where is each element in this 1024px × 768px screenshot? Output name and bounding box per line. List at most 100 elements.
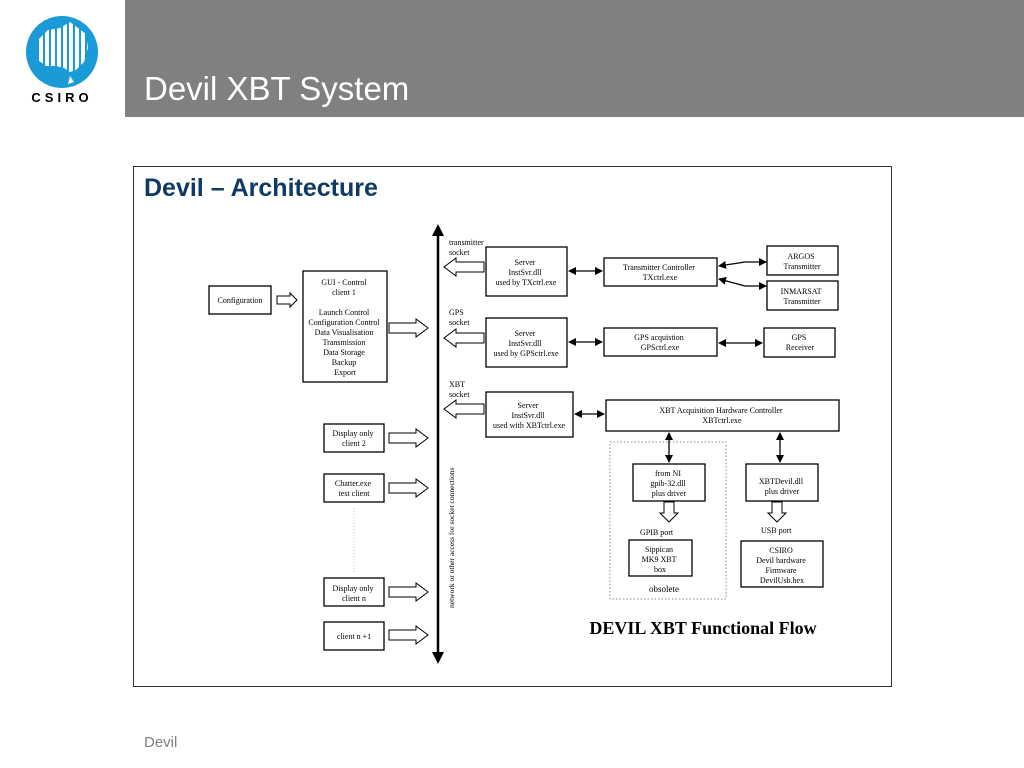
- server-xbt-line: used with XBTctrl.exe: [493, 421, 566, 430]
- gps-acquisition-line: GPSctrl.exe: [641, 343, 680, 352]
- client-n-plus-1-label: client n +1: [337, 632, 371, 641]
- network-bus: [432, 224, 444, 664]
- display-client-2-line: Display only: [332, 429, 373, 438]
- socket-label-transmitter: transmitter: [449, 238, 484, 247]
- slide-title: Devil XBT System: [144, 70, 410, 107]
- gps-socket-arrow-icon: [443, 328, 485, 348]
- svg-text:GPS acquistion GPSctrl.e: GPS acquistion GPSctrl.exe: [634, 333, 686, 352]
- svg-text:CSIRO Devil hardware: CSIRO Devil hardware Firmware DevilUsb.h…: [756, 546, 808, 585]
- ni-driver-box: from NI gpib-32.dll plus driver: [632, 463, 706, 502]
- svg-text:Server InstSvr.dll: Server InstSvr.dll used by GPSctrl.exe: [493, 329, 559, 358]
- chatter-client-line: Chatter.exe: [335, 479, 372, 488]
- gui-control-line: Data Storage: [323, 348, 365, 357]
- client-n-arrow-icon: [388, 582, 429, 602]
- server-tx-box: Server InstSvr.dll used by TXctrl.exe: [485, 246, 568, 297]
- csiro-hardware-box: CSIRO Devil hardware Firmware DevilUsb.h…: [740, 540, 824, 588]
- csiro-logo-icon: [26, 16, 98, 88]
- sippican-line: box: [654, 565, 666, 574]
- flow-title: DEVIL XBT Functional Flow: [589, 618, 816, 638]
- argos-box: ARGOS Transmitter: [766, 245, 839, 276]
- tx-socket-arrow-icon: [443, 257, 485, 277]
- display-client-n-line: client n: [342, 594, 366, 603]
- transmitter-controller-line: TXctrl.exe: [643, 273, 678, 282]
- csiro-hardware-line: CSIRO: [769, 546, 793, 555]
- gps-receiver-box: GPS Receiver: [763, 327, 836, 358]
- logo-wordmark: CSIRO: [31, 90, 93, 105]
- xbt-controller-line: XBT Acquisition Hardware Controller: [659, 406, 783, 415]
- display-client-2-line: client 2: [342, 439, 366, 448]
- sippican-box: Sippican MK9 XBT box: [628, 539, 693, 577]
- socket-label-gps: socket: [449, 318, 470, 327]
- chatter-client-box: Chatter.exe test client: [323, 473, 385, 503]
- gpib-port-label: GPIB port: [640, 528, 674, 537]
- socket-label-xbt: XBT: [449, 380, 465, 389]
- ni-driver-line: from NI: [655, 469, 681, 478]
- gps-receiver-line: Receiver: [786, 343, 815, 352]
- inmarsat-line: Transmitter: [783, 297, 820, 306]
- svg-text:ARGOS Transmitter: ARGOS Transmitter: [783, 252, 820, 271]
- svg-text:GPS Receiver: GPS Receiver: [786, 333, 815, 352]
- server-xbt-line: Server: [518, 401, 539, 410]
- sippican-line: MK9 XBT: [642, 555, 677, 564]
- server-xbt-line: InstSvr.dll: [511, 411, 545, 420]
- server-gps-line: Server: [515, 329, 536, 338]
- csiro-hardware-line: Devil hardware: [756, 556, 806, 565]
- gui-control-box: GUI - Control client 1 Launch Control Co…: [302, 270, 388, 383]
- svg-text:from NI gpib-32.dll: from NI gpib-32.dll plus driver: [650, 469, 687, 498]
- socket-label-xbt: socket: [449, 390, 470, 399]
- xbt-controller-line: XBTctrl.exe: [702, 416, 742, 425]
- socket-label-transmitter: socket: [449, 248, 470, 257]
- gui-control-line: client 1: [332, 288, 356, 297]
- server-tx-line: InstSvr.dll: [508, 268, 542, 277]
- header-bar: [125, 0, 1024, 117]
- argos-line: ARGOS: [787, 252, 814, 261]
- gui-control-line: Configuration Control: [308, 318, 380, 327]
- svg-text:Sippican MK9 XBT b: Sippican MK9 XBT box: [642, 545, 679, 574]
- display-client-n-line: Display only: [332, 584, 373, 593]
- footer-label: Devil: [144, 734, 178, 751]
- gui-arrow-icon: [388, 318, 429, 338]
- transmitter-controller-line: Transmitter Controller: [623, 263, 695, 272]
- server-gps-box: Server InstSvr.dll used by GPSctrl.exe: [485, 317, 568, 368]
- server-gps-line: used by GPSctrl.exe: [493, 349, 559, 358]
- xbt-controller-box: XBT Acquisition Hardware Controller XBTc…: [605, 399, 840, 432]
- svg-text:transmitter socket GPS: transmitter socket GPS socket XBT socket: [449, 238, 486, 399]
- chatter-arrow-icon: [388, 478, 429, 498]
- client-n-plus-1-arrow-icon: [388, 625, 429, 645]
- server-gps-line: InstSvr.dll: [508, 339, 542, 348]
- usb-down-arrow-icon: [766, 501, 788, 523]
- inmarsat-box: INMARSAT Transmitter: [766, 280, 839, 311]
- csiro-hardware-line: DevilUsb.hex: [760, 576, 804, 585]
- server-tx-line: Server: [515, 258, 536, 267]
- gui-control-line: Data Visualisation: [315, 328, 374, 337]
- svg-text:XBT Acquisition Hardware Contr: XBT Acquisition Hardware Controller XBTc…: [659, 406, 784, 425]
- svg-text:Chatter.exe test client: Chatter.exe test client: [335, 479, 373, 498]
- architecture-title: Devil – Architecture: [144, 174, 378, 202]
- gui-control-line: Transmission: [323, 338, 366, 347]
- configuration-label: Configuration: [218, 296, 263, 305]
- obsolete-label: obsolete: [649, 584, 679, 594]
- client-n-plus-1-box: client n +1: [323, 621, 385, 651]
- gps-acquisition-line: GPS acquistion: [634, 333, 684, 342]
- configuration-arrow-icon: [276, 291, 298, 309]
- argos-line: Transmitter: [783, 262, 820, 271]
- client-2-arrow-icon: [388, 428, 429, 448]
- xbtdevil-driver-box: XBTDevil.dll plus driver: [745, 463, 819, 502]
- usb-port-label: USB port: [761, 526, 792, 535]
- svg-text:Display only client n: Display only client n: [332, 584, 375, 603]
- ni-driver-line: plus driver: [652, 489, 687, 498]
- logo-area: CSIRO: [0, 0, 125, 117]
- svg-text:Server InstSvr.dll: Server InstSvr.dll used by TXctrl.exe: [496, 258, 557, 287]
- svg-text:INMARSAT Transmitter: INMARSAT Transmitter: [781, 287, 824, 306]
- gui-control-line: Launch Control: [319, 308, 370, 317]
- svg-text:Transmitter Controller T: Transmitter Controller TXctrl.exe: [623, 263, 697, 282]
- gps-acquisition-box: GPS acquistion GPSctrl.exe: [603, 327, 718, 357]
- xbt-socket-arrow-icon: [443, 399, 485, 419]
- server-tx-line: used by TXctrl.exe: [496, 278, 557, 287]
- svg-text:GUI - Control client 1: GUI - Control client 1 Launch Control Co…: [308, 278, 381, 377]
- svg-text:Display only client 2: Display only client 2: [332, 429, 375, 448]
- ni-driver-line: gpib-32.dll: [650, 479, 686, 488]
- gui-control-line: Backup: [332, 358, 356, 367]
- configuration-box: Configuration: [208, 285, 272, 315]
